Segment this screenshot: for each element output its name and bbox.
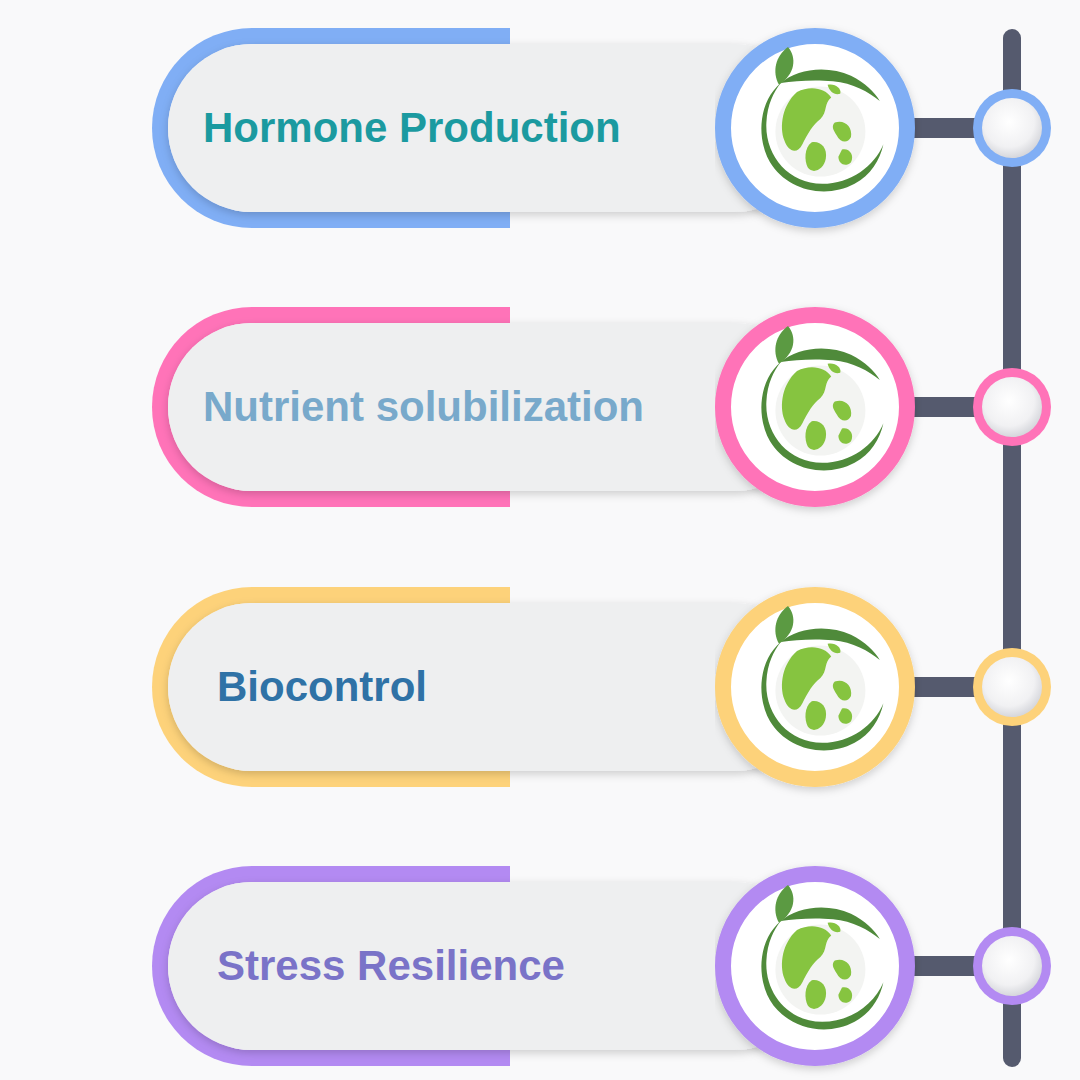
pill-border [152, 307, 510, 507]
globe-icon [739, 47, 890, 204]
globe-ring [723, 315, 907, 499]
node-label: Nutrient solubilization [203, 384, 644, 430]
timeline-row [152, 866, 1051, 1066]
pill-border [152, 866, 510, 1066]
timeline-dot [973, 89, 1051, 167]
process-pill: Hormone Production [168, 44, 715, 212]
pill-border [152, 587, 510, 787]
timeline-dot-center [982, 936, 1042, 996]
timeline-line [1003, 38, 1021, 1058]
globe-icon [739, 885, 890, 1042]
timeline-dot [973, 648, 1051, 726]
globe-icon [739, 326, 890, 483]
timeline-dot [973, 368, 1051, 446]
timeline-dot-center [982, 657, 1042, 717]
pill-border [152, 28, 510, 228]
node-label: Hormone Production [203, 105, 621, 151]
process-pill: Stress Resilience [168, 882, 715, 1050]
globe-ring [723, 36, 907, 220]
globe-icon [739, 606, 890, 763]
process-pill: Nutrient solubilization [168, 323, 715, 491]
timeline-dot [973, 927, 1051, 1005]
node-label: Stress Resilience [217, 943, 565, 989]
timeline-row [152, 307, 1051, 507]
globe-ring [723, 595, 907, 779]
node-label: Biocontrol [217, 664, 427, 710]
process-pill: Biocontrol [168, 603, 715, 771]
timeline-dot-center [982, 377, 1042, 437]
timeline-dot-center [982, 98, 1042, 158]
timeline-row [152, 28, 1051, 228]
globe-ring [723, 874, 907, 1058]
timeline-row [152, 587, 1051, 787]
